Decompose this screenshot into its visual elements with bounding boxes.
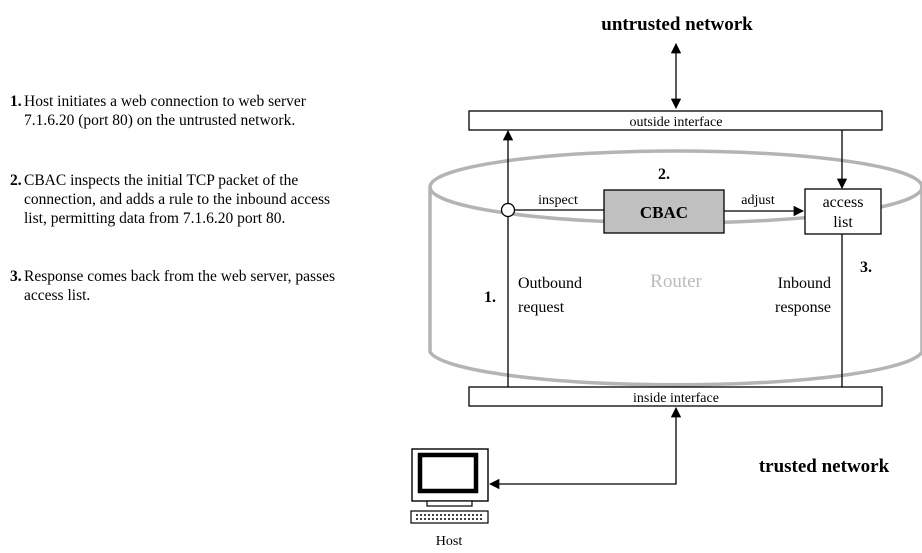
inside-interface-box — [468, 386, 883, 407]
step-2: 2. CBAC inspects the initial TCP packet … — [10, 171, 355, 228]
cbac-box — [603, 189, 725, 234]
outbound-label-line2: request — [518, 299, 565, 316]
access-list-box — [804, 188, 882, 235]
access-list-label-line1: access — [823, 194, 864, 211]
step-2-text: CBAC inspects the initial TCP packet of … — [24, 172, 331, 227]
step-1-text: Host initiates a web connection to web s… — [24, 93, 306, 129]
router-label: Router — [650, 271, 702, 292]
inbound-label-line2: response — [775, 299, 831, 316]
outside-interface-box — [468, 110, 883, 131]
inbound-label-line1: Inbound — [778, 275, 831, 292]
step-1-number: 1. — [10, 93, 22, 110]
marker-step-1: 1. — [484, 289, 496, 306]
computer-icon — [410, 448, 489, 524]
inspect-label: inspect — [538, 193, 578, 208]
step-3: 3. Response comes back from the web serv… — [10, 267, 355, 305]
marker-step-3: 3. — [860, 259, 872, 276]
step-3-text: Response comes back from the web server,… — [24, 268, 336, 304]
inspection-point — [500, 202, 516, 218]
inside-interface-label: inside interface — [633, 391, 719, 406]
cbac-label: CBAC — [640, 203, 688, 222]
host-link-arrow — [488, 406, 682, 490]
untrusted-network-label: untrusted network — [601, 14, 753, 35]
step-1: 1. Host initiates a web connection to we… — [10, 92, 355, 130]
trusted-network-label: trusted network — [759, 456, 890, 477]
outbound-label-line1: Outbound — [518, 275, 582, 292]
step-2-number: 2. — [10, 172, 22, 189]
host-label: Host — [436, 534, 463, 549]
step-3-number: 3. — [10, 268, 22, 285]
outside-interface-label: outside interface — [630, 115, 723, 130]
adjust-label: adjust — [741, 193, 775, 208]
access-list-label-line2: list — [833, 214, 853, 231]
marker-step-2: 2. — [658, 166, 670, 183]
router-cylinder — [428, 149, 922, 387]
